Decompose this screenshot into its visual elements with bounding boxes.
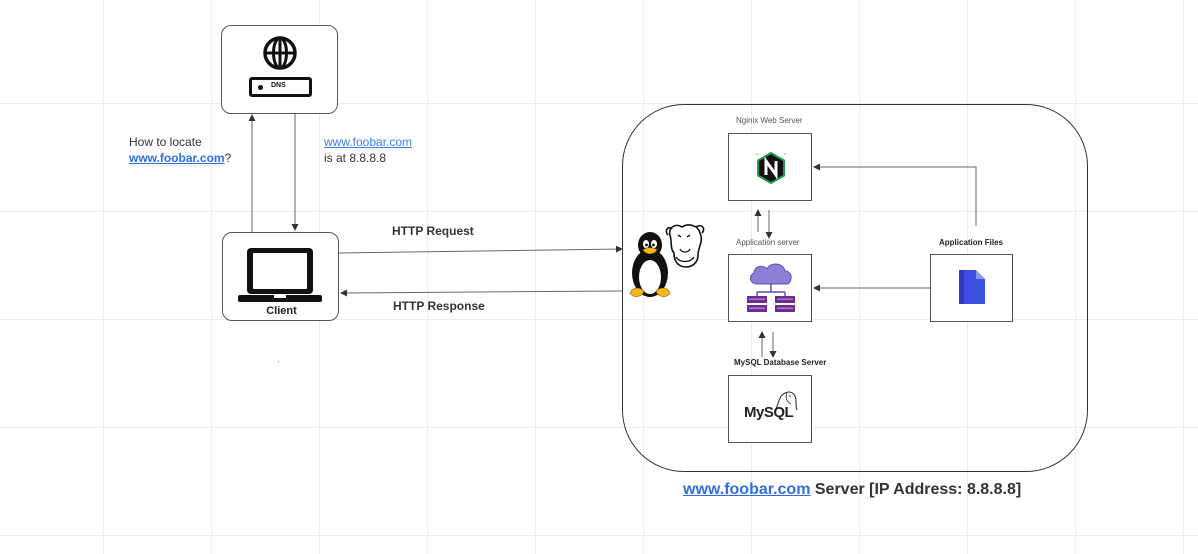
- dns-query-line2: www.foobar.com?: [129, 150, 231, 166]
- dns-answer-line2: is at 8.8.8.8: [324, 151, 387, 165]
- dns-query-domain-link[interactable]: www.foobar.com: [129, 151, 225, 165]
- dns-badge: DNS: [249, 77, 312, 97]
- dns-query-label: How to locate www.foobar.com?: [129, 134, 231, 166]
- mysql-node: MySQL: [728, 375, 812, 443]
- stray-dot: [278, 361, 279, 362]
- linux-tux-gnu-icon: [629, 224, 705, 297]
- server-caption-rest: Server [IP Address: 8.8.8.8]: [810, 481, 1022, 498]
- dns-badge-dot: [258, 85, 263, 90]
- http-response-label: HTTP Response: [393, 299, 485, 313]
- nginx-node: [728, 133, 812, 201]
- server-caption-domain-link[interactable]: www.foobar.com: [683, 481, 811, 498]
- server-caption: www.foobar.com Server [IP Address: 8.8.8…: [683, 481, 1021, 499]
- mysql-label: MySQL Database Server: [734, 358, 827, 367]
- client-node: Client: [222, 232, 339, 321]
- cloud-server-icon: [747, 263, 795, 312]
- dns-query-suffix: ?: [224, 151, 232, 165]
- mysql-logo-text: MySQL: [744, 404, 794, 421]
- app-files-label: Application Files: [939, 238, 1004, 247]
- file-icon: [959, 270, 985, 304]
- app-server-label: Application server: [736, 238, 800, 247]
- dns-query-line1: How to locate: [129, 135, 202, 149]
- arrow-http-request: [338, 245, 623, 254]
- dns-answer-label: www.foobar.com is at 8.8.8.8: [324, 134, 412, 166]
- dns-node: DNS: [221, 25, 338, 114]
- server-region: [622, 104, 1088, 472]
- http-request-label: HTTP Request: [392, 224, 474, 238]
- app-server-node: [728, 254, 812, 322]
- client-label: Client: [266, 305, 297, 317]
- nginx-label: Nginix Web Server: [736, 116, 803, 125]
- app-files-node: [930, 254, 1013, 322]
- nginx-icon: [756, 152, 786, 184]
- dns-answer-domain-link[interactable]: www.foobar.com: [324, 135, 413, 149]
- globe-icon: [263, 36, 297, 70]
- arrow-http-response: [340, 289, 623, 297]
- arrow-files-to-nginx: [813, 163, 977, 226]
- dns-label: DNS: [271, 82, 286, 89]
- laptop-icon: [238, 248, 322, 302]
- mysql-icon: [774, 391, 798, 413]
